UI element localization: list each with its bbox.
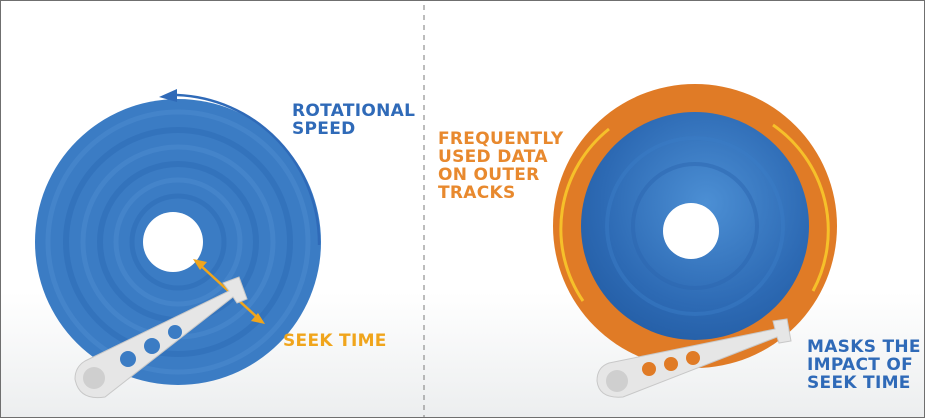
seek-time-label: SEEK TIME <box>283 331 387 351</box>
masks-impact-label: MASKS THE IMPACT OF SEEK TIME <box>807 337 921 393</box>
rotation-arrow-icon <box>159 89 321 246</box>
left-actuator-arm <box>74 276 248 399</box>
right-spindle-hole <box>663 203 719 259</box>
left-spindle-hole <box>143 212 203 272</box>
right-actuator-arm <box>596 318 792 398</box>
frequently-used-data-label: FREQUENTLY USED DATA ON OUTER TRACKS <box>438 129 564 203</box>
rotational-speed-label: ROTATIONAL SPEED <box>292 101 416 139</box>
